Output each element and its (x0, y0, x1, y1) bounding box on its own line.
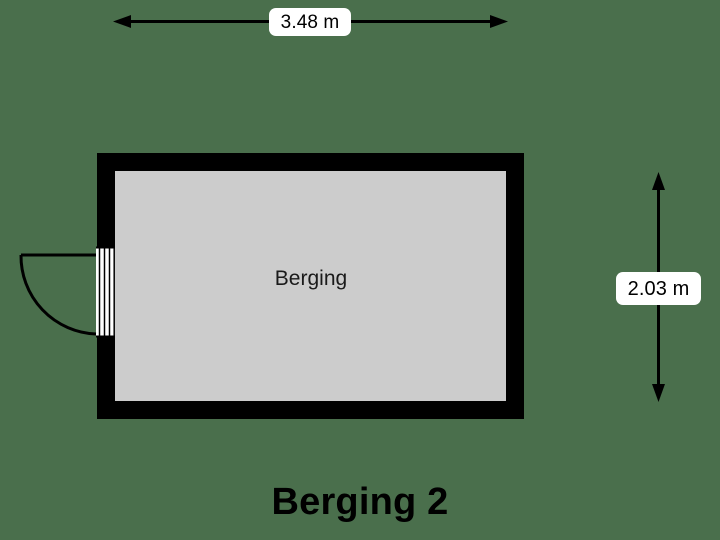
arrowhead-left-icon (113, 15, 131, 28)
dimension-label-right: 2.03 m (616, 272, 701, 305)
door-swing-arc (19, 254, 97, 336)
room-shape (97, 153, 524, 419)
room-name-label: Berging (274, 267, 348, 290)
page-title: Berging 2 (271, 481, 449, 523)
arrowhead-down-icon (652, 384, 665, 402)
arrowhead-up-icon (652, 172, 665, 190)
arrowhead-right-icon (490, 15, 508, 28)
room-floor (115, 171, 506, 401)
dimension-label-top: 3.48 m (269, 8, 351, 36)
dimension-label-top-text: 3.48 m (280, 11, 340, 33)
dimension-label-right-text: 2.03 m (627, 277, 690, 300)
door-swing-group (19, 246, 115, 338)
